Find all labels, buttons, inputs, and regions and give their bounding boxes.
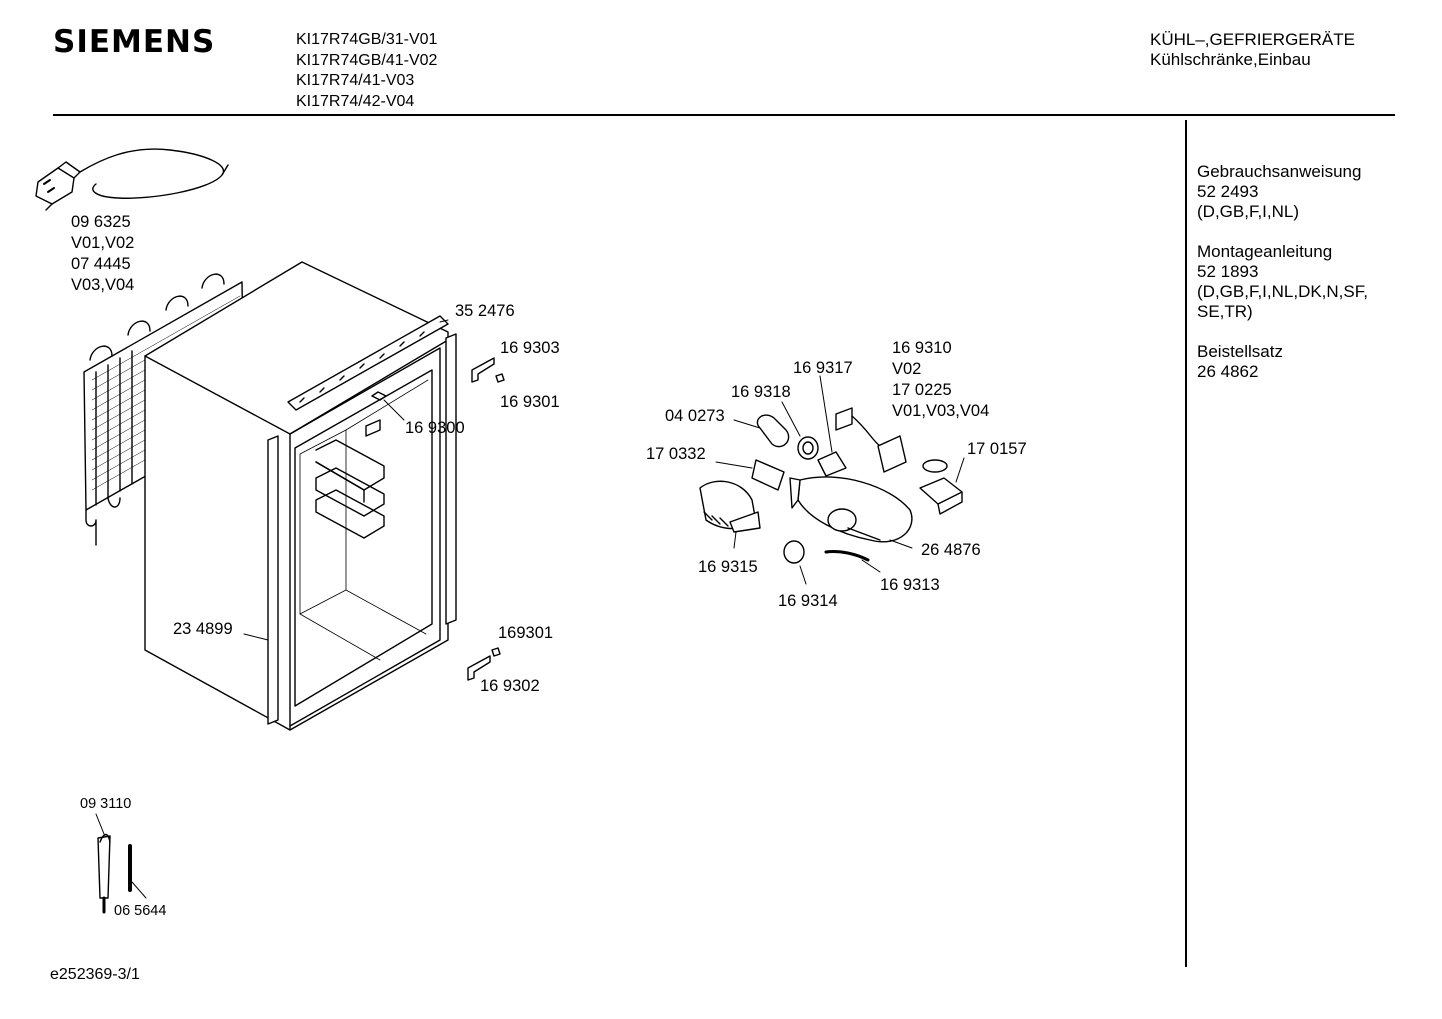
leader-lines [95,319,965,899]
part-label: 06 5644 [114,903,167,919]
part-label: 16 9302 [480,677,540,695]
part-label: 16 9315 [698,558,758,576]
doc-block-kit: Beistellsatz 26 4862 [1197,342,1368,382]
doc-title: Gebrauchsanweisung [1197,162,1362,181]
model-item: KI17R74GB/31-V01 [296,31,438,48]
part-label: 35 2476 [455,302,515,320]
part-label: 04 0273 [665,407,725,425]
part-label: 16 9310 [892,339,952,357]
doc-line: 26 4862 [1197,362,1259,381]
model-item: KI17R74/42-V04 [296,92,415,110]
doc-title: Montageanleitung [1197,242,1333,261]
power-plug-icon [35,148,229,211]
hinge-bracket-icon [467,357,505,681]
doc-block-installation: Montageanleitung 52 1893 (D,GB,F,I,NL,DK… [1197,242,1368,322]
part-label: 09 3110 [80,796,132,812]
part-label: 17 0225 [892,381,952,399]
part-label: 26 4876 [921,541,981,559]
document-id: e252369-3/1 [50,966,140,983]
sensor-icon [97,833,132,914]
part-label: 16 9314 [778,592,838,610]
brand-logo: SIEMENS [53,24,216,60]
category-line: Kühlschränke,Einbau [1150,50,1311,69]
part-label: 17 0157 [967,440,1027,458]
doc-line: SE,TR) [1197,302,1253,321]
header-divider [53,114,1395,116]
document-sidebar: Gebrauchsanweisung 52 2493 (D,GB,F,I,NL)… [1197,162,1368,402]
thermostat-assembly-icon [699,407,963,564]
model-item: KI17R74GB/41-V02 [296,51,438,69]
doc-line: (D,GB,F,I,NL) [1197,202,1300,221]
part-label: 169301 [498,624,554,642]
part-label: 07 4445 [71,255,131,273]
doc-title: Beistellsatz [1197,342,1283,361]
doc-line: 52 1893 [1197,262,1259,281]
model-item: KI17R74/41-V03 [296,72,415,89]
doc-line: 52 2493 [1197,182,1259,201]
fridge-cabinet-icon [144,261,457,731]
part-label: 16 9313 [880,576,940,594]
doc-line: (D,GB,F,I,NL,DK,N,SF, [1197,282,1368,301]
part-variant: V03,V04 [71,276,135,294]
part-variant: V01,V03,V04 [892,402,990,420]
sidebar-divider [1185,120,1187,967]
part-variant: V01,V02 [71,234,135,252]
model-list: KI17R74GB/31-V01 KI17R74GB/41-V02 KI17R7… [296,30,437,112]
part-variant: V02 [892,360,922,378]
part-label: 16 9318 [731,383,791,401]
part-label: 16 9317 [793,359,853,377]
part-label: 16 9300 [405,419,465,437]
part-label: 17 0332 [646,445,706,463]
category-line: KÜHL–,GEFRIERGERÄTE [1150,30,1355,49]
part-label: 16 9301 [500,393,560,411]
part-label: 23 4899 [173,620,233,638]
category: KÜHL–,GEFRIERGERÄTE Kühlschränke,Einbau [1150,30,1355,70]
doc-block-manual: Gebrauchsanweisung 52 2493 (D,GB,F,I,NL) [1197,162,1368,222]
part-label: 16 9303 [500,339,560,357]
part-label: 09 6325 [71,213,131,231]
